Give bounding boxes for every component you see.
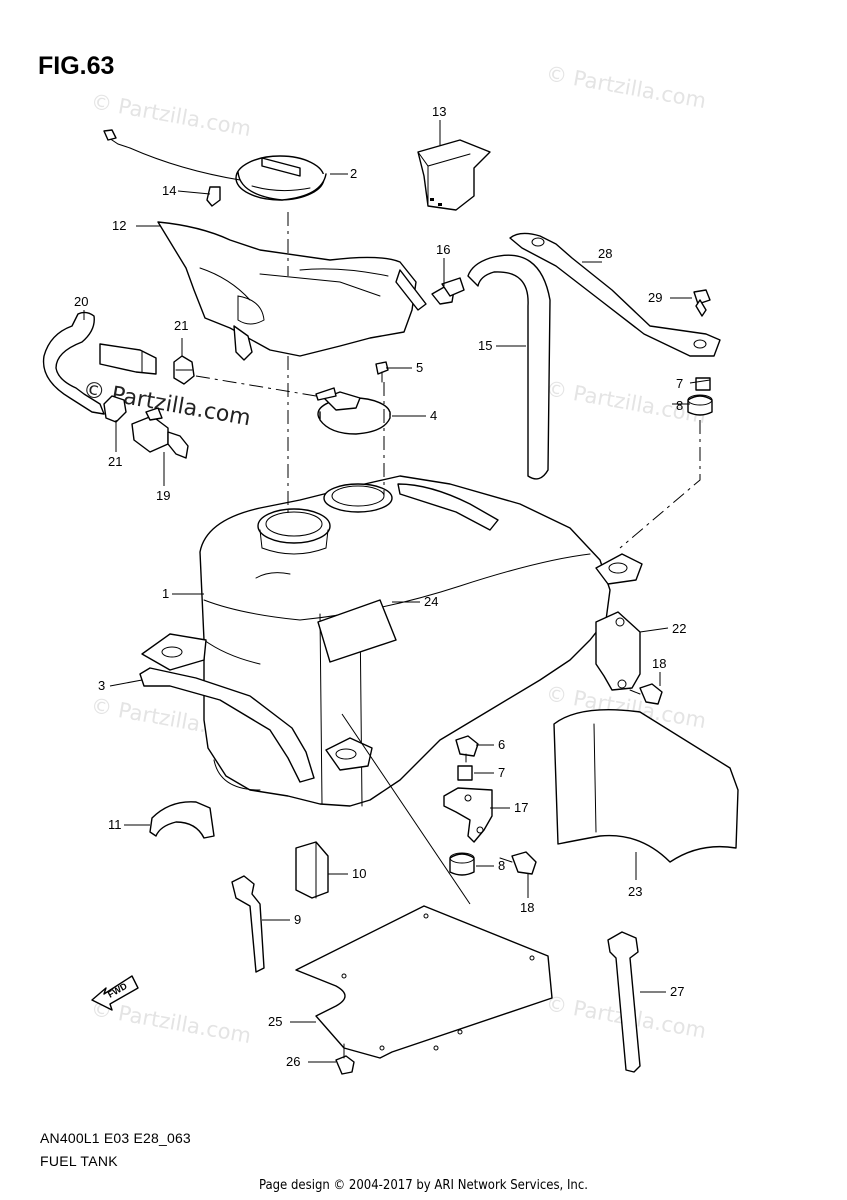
callout-19[interactable]: 19: [156, 488, 170, 503]
callout-8-upper[interactable]: 8: [676, 398, 683, 413]
part-bolt-18[interactable]: [629, 683, 663, 705]
part-breather-hose[interactable]: [467, 254, 551, 480]
callout-5[interactable]: 5: [416, 360, 423, 375]
callout-21-lower[interactable]: 21: [108, 454, 122, 469]
callout-27[interactable]: 27: [670, 984, 684, 999]
callout-7-upper[interactable]: 7: [676, 376, 683, 391]
callout-15[interactable]: 15: [478, 338, 492, 353]
part-rail-3[interactable]: [139, 553, 643, 783]
page-credit: Page design © 2004-2017 by ARI Network S…: [259, 1178, 588, 1193]
part-tie-27[interactable]: [607, 931, 641, 1073]
part-bolt-18[interactable]: [499, 851, 537, 875]
part-hose-20[interactable]: [42, 311, 157, 415]
figure-title: FIG.63: [38, 52, 115, 80]
callout-13[interactable]: 13: [432, 104, 446, 119]
callout-21-upper[interactable]: 21: [174, 318, 188, 333]
callout-3[interactable]: 3: [98, 678, 105, 693]
figure-model-code: AN400L1 E03 E28_063: [40, 1130, 191, 1146]
part-clip-10[interactable]: [295, 841, 329, 899]
callout-20[interactable]: 20: [74, 294, 88, 309]
watermark: © Partzilla.com: [89, 996, 253, 1048]
callout-17[interactable]: 17: [514, 800, 528, 815]
callout-1[interactable]: 1: [162, 586, 169, 601]
part-collar-7[interactable]: [457, 765, 473, 781]
part-cover-13[interactable]: [417, 139, 491, 211]
part-fuel-cap[interactable]: [235, 155, 327, 201]
figure-name: FUEL TANK: [40, 1153, 118, 1169]
part-clamp-21[interactable]: [173, 355, 195, 385]
callout-14[interactable]: 14: [162, 183, 176, 198]
part-valve-19[interactable]: [131, 407, 189, 459]
part-bolt-6[interactable]: [455, 735, 479, 763]
part-cushion-8[interactable]: [687, 394, 713, 416]
part-fuel-pump[interactable]: [315, 387, 391, 435]
alignment-lines: [195, 212, 701, 905]
callout-18-lower[interactable]: 18: [520, 900, 534, 915]
part-drain-wire[interactable]: [103, 129, 241, 207]
part-fuel-tank[interactable]: [199, 475, 611, 807]
callout-23[interactable]: 23: [628, 884, 642, 899]
part-bolt-5[interactable]: [375, 361, 389, 383]
callout-24[interactable]: 24: [424, 594, 438, 609]
callout-29[interactable]: 29: [648, 290, 662, 305]
part-bracket-28[interactable]: [509, 232, 721, 357]
callout-26[interactable]: 26: [286, 1054, 300, 1069]
callout-25[interactable]: 25: [268, 1014, 282, 1029]
part-collar-7[interactable]: [695, 377, 711, 391]
callout-10[interactable]: 10: [352, 866, 366, 881]
part-cover-23[interactable]: [553, 709, 739, 863]
callout-4[interactable]: 4: [430, 408, 437, 423]
callout-28[interactable]: 28: [598, 246, 612, 261]
callout-12[interactable]: 12: [112, 218, 126, 233]
callout-18-upper[interactable]: 18: [652, 656, 666, 671]
callout-9[interactable]: 9: [294, 912, 301, 927]
part-bolt-29[interactable]: [693, 289, 711, 317]
part-cushion-11[interactable]: [149, 801, 215, 839]
callout-2[interactable]: 2: [350, 166, 357, 181]
part-fuel-tray[interactable]: [157, 221, 427, 361]
callout-16[interactable]: 16: [436, 242, 450, 257]
callout-22[interactable]: 22: [672, 621, 686, 636]
part-cushion-8[interactable]: [449, 852, 475, 876]
callout-8-lower[interactable]: 8: [498, 858, 505, 873]
part-clamp-21[interactable]: [103, 395, 127, 423]
part-clamp-9[interactable]: [231, 875, 265, 973]
watermark: © Partzilla.com: [544, 376, 708, 428]
part-clip-26[interactable]: [335, 1043, 355, 1075]
part-bracket-22[interactable]: [595, 611, 641, 691]
leader-lines: [83, 120, 711, 1063]
part-joint-16[interactable]: [431, 277, 465, 305]
callout-7-lower[interactable]: 7: [498, 765, 505, 780]
watermark: © Partzilla.com: [544, 61, 708, 113]
callout-6[interactable]: 6: [498, 737, 505, 752]
callouts: 1 2 3 4 5 6 7 7 8 8 9 10 11 12 13 14 15 …: [74, 104, 686, 1069]
part-bracket-17[interactable]: [443, 787, 493, 843]
part-mat-25[interactable]: [295, 905, 553, 1059]
callout-11[interactable]: 11: [108, 817, 122, 832]
